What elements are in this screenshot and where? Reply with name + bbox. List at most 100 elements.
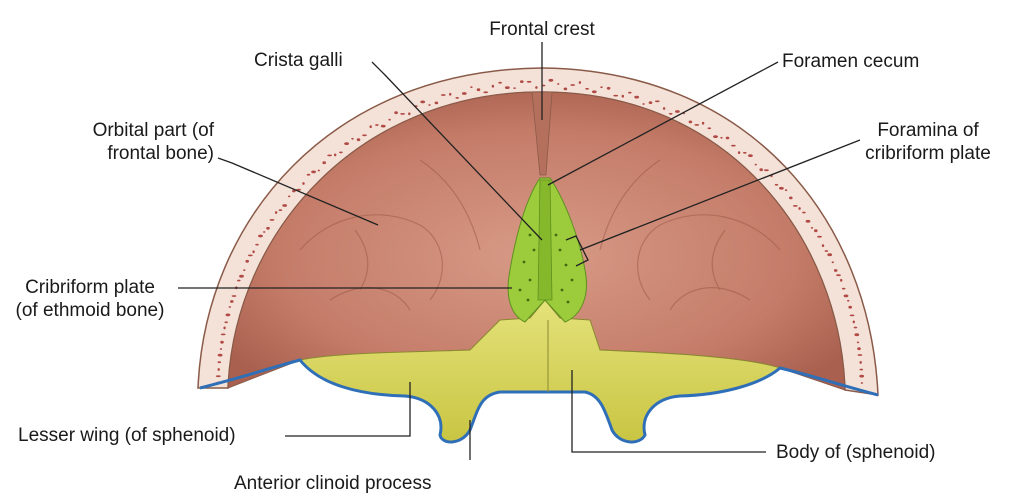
diploe-dot [243,269,246,271]
diploe-dot [408,112,411,116]
diploe-dot [483,91,489,94]
diploe-dot [217,368,220,371]
diploe-dot [258,234,263,238]
diploe-dot [255,243,259,246]
diploe-dot [792,205,798,207]
diploe-dot [263,231,266,233]
diploe-dot [269,219,275,221]
diploe-dot [798,207,801,210]
diploe-dot [217,361,222,364]
diploe-dot [821,244,825,248]
diploe-dot [675,110,680,113]
diploe-dot [278,209,283,212]
diploe-dot [245,259,249,263]
diploe-dot [857,354,863,356]
diploe-dot [228,306,231,308]
diploe-dot [434,101,439,105]
diploe-dot [628,91,632,94]
diploe-dot [225,313,231,317]
cribriform-foramen [518,288,522,292]
diploe-dot [759,168,763,172]
diploe-dot [860,382,864,384]
diploe-dot [668,112,673,115]
diploe-dot [388,118,391,121]
diploe-dot [563,87,568,91]
diploe-dot [585,87,589,90]
diploe-dot [764,169,769,172]
leader-foramina-cribriform [579,139,861,251]
diploe-dot [720,136,723,139]
label-orbital-part-line2: frontal bone) [107,143,214,164]
diploe-dot [774,183,779,186]
label-cribriform-plate: Cribriform plate (of ethmoid bone) [0,276,180,322]
diploe-dot [859,368,864,371]
leader-orbital-part [217,157,379,226]
diploe-dot [351,137,354,140]
diploe-dot [621,94,624,98]
diploe-dot [223,326,226,330]
label-orbital-part: Orbital part (of frontal bone) [18,119,214,165]
diploe-dot [591,90,597,94]
diploe-dot [833,269,838,272]
diploe-dot [217,353,223,357]
diploe-dot [247,254,253,257]
diploe-dot [843,294,849,298]
diploe-dot [327,154,332,157]
cribriform-foramen [558,248,562,252]
cribriform-foramen [528,233,532,237]
diploe-dot [859,361,862,364]
diploe-dot [754,163,757,166]
diploe-dot [707,127,712,130]
diploe-dot [541,84,546,87]
label-body-sphenoid: Body of (sphenoid) [776,442,936,463]
cribriform-foramen [566,300,570,304]
label-orbital-part-line1: Orbital part (of [92,120,214,141]
diploe-dot [857,347,861,351]
diploe-dot [504,86,510,89]
cribriform-foramen [532,248,536,252]
diploe-dot [859,374,865,378]
diploe-dot [476,88,481,92]
diploe-dot [219,348,223,350]
diploe-dot [400,113,405,115]
leader-lesser-wing [285,382,411,437]
label-crista-galli: Crista galli [254,50,343,71]
sphenoid-posterior-edge [199,358,879,444]
frontal-crest [531,91,553,176]
diploe-dot [548,78,554,82]
diploe-dot [831,261,834,264]
diploe-dot [491,84,495,88]
diploe-dot [852,320,855,324]
diploe-dot [662,107,666,110]
diploe-dot [600,86,603,89]
diploe-dot [498,81,502,84]
diploe-dot [302,182,305,185]
cribriform-foramen [560,288,564,292]
leader-body-sphenoid [571,370,766,453]
cribriform-foramen [554,233,558,237]
leader-crista-galli [371,61,543,241]
diploe-dot [306,173,311,176]
diploe-dot [231,295,237,297]
crista-galli [537,179,553,301]
diploe-dot [339,151,343,154]
diploe-dot [856,341,860,344]
label-foramina-line1: Foramina of [877,120,979,141]
diploe-dot [648,101,653,104]
diploe-dot [557,83,560,85]
cribriform-foramen [526,298,530,302]
diploe-dot [455,97,460,99]
diploe-dot [848,305,852,309]
diploe-dot [810,227,814,229]
diploe-dot [737,151,741,155]
cribriform-foramen [570,278,574,282]
diploe-dot [266,226,270,230]
diploe-dot [369,125,372,129]
diploe-dot [814,229,818,233]
cribriform-foramen [528,278,532,282]
diploe-dot [252,250,255,254]
diploe-dot [784,189,788,192]
diploe-dot [694,124,700,126]
diploe-dot [654,100,660,103]
label-foramen-cecum: Foramen cecum [782,51,920,72]
